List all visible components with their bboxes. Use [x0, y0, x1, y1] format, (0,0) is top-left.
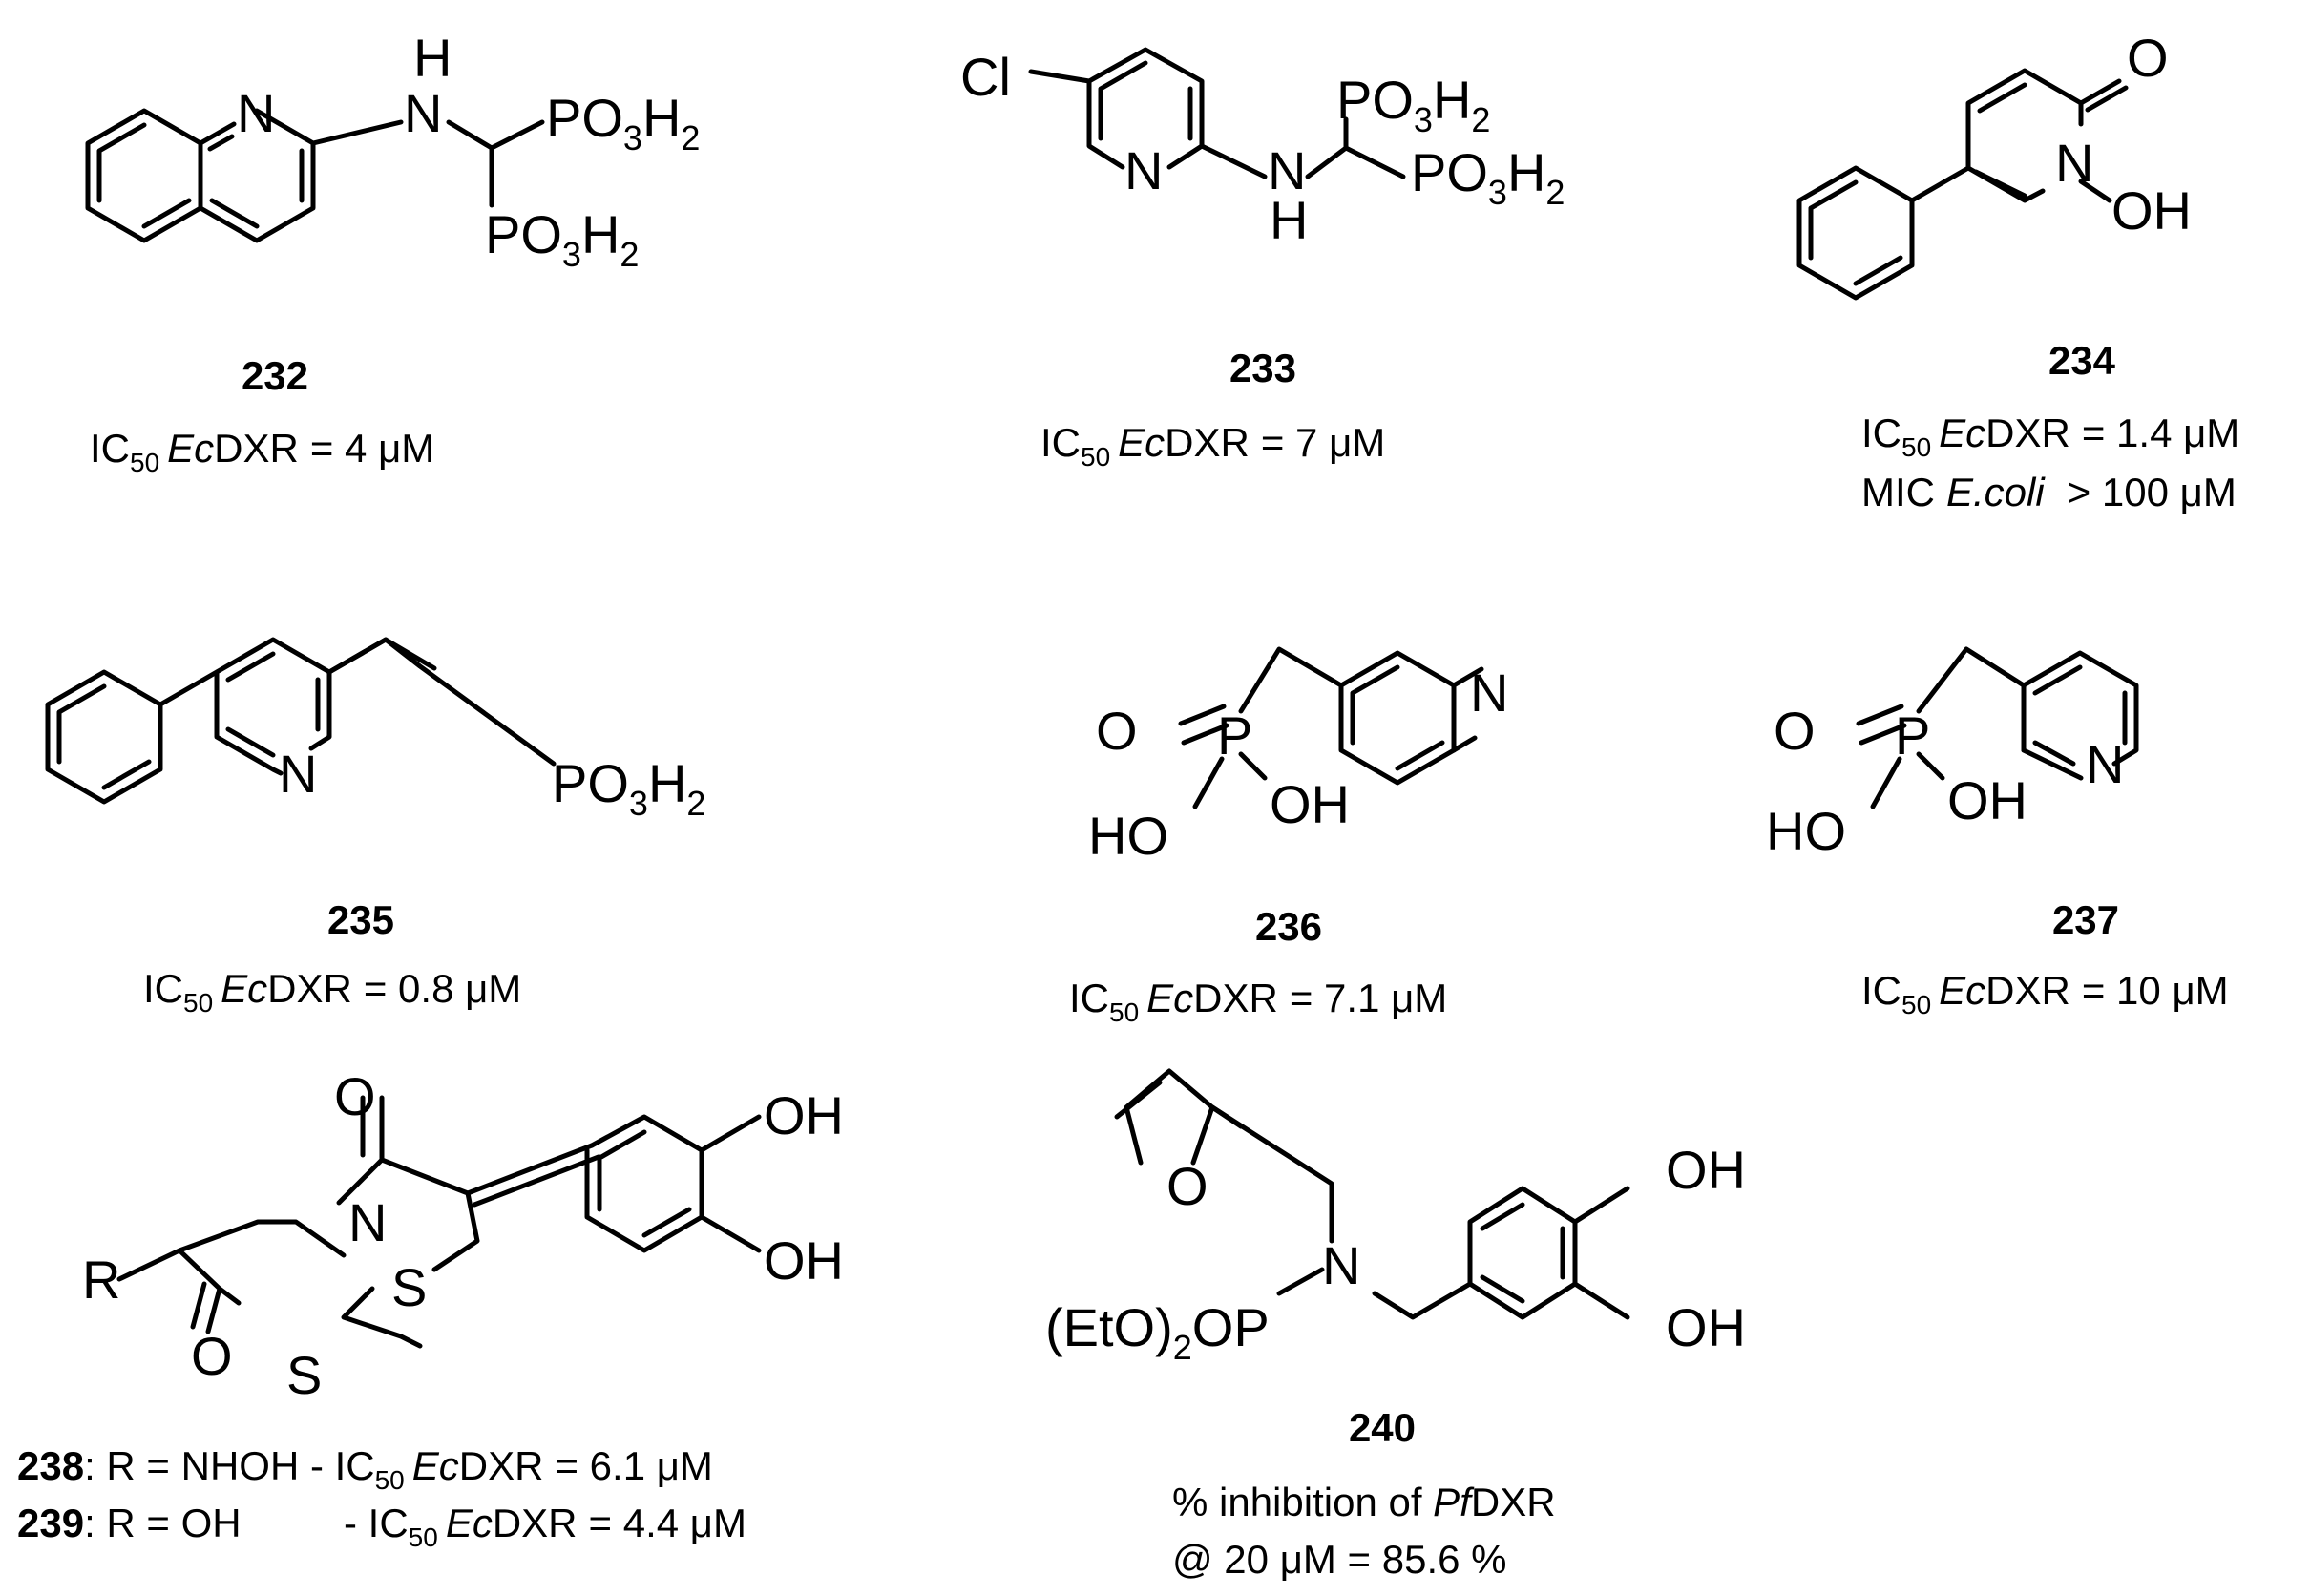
compound-number: 233: [1229, 346, 1296, 390]
compound-number: 240: [1349, 1405, 1416, 1450]
atom-N: N: [1268, 140, 1306, 200]
atom-PO3H2: PO3H2: [1336, 70, 1490, 139]
atom-R: R: [82, 1250, 120, 1310]
atom-N: N: [2055, 133, 2093, 193]
atom-O: O: [1096, 701, 1138, 761]
atom-N: N: [2086, 734, 2124, 794]
atom-N: N: [404, 83, 442, 143]
structure-240: O N (EtO)2OP OH OH 240 % inhibition of P…: [1045, 1068, 1746, 1582]
compound-number: 234: [2048, 338, 2116, 383]
compound-number: 235: [327, 897, 394, 942]
atom-H: H: [1270, 190, 1308, 250]
atom-OH: OH: [1947, 770, 2027, 830]
atom-N: N: [1470, 662, 1508, 723]
atom-N: N: [1322, 1235, 1360, 1295]
atom-N: N: [348, 1192, 387, 1252]
atom-OH: OH: [2111, 180, 2192, 241]
atom-PO3H2: PO3H2: [552, 753, 705, 823]
compound-number: 232: [242, 353, 308, 398]
atom-P: P: [1895, 705, 1930, 766]
atom-OH: OH: [764, 1230, 844, 1291]
atom-P: P: [1217, 705, 1252, 766]
atom-HO: HO: [1766, 801, 1846, 861]
atom-EtO2OP: (EtO)2OP: [1045, 1297, 1270, 1367]
atom-N: N: [1124, 140, 1163, 200]
atom-N: N: [279, 744, 317, 804]
atom-HO: HO: [1088, 806, 1168, 866]
atom-OH: OH: [1666, 1297, 1746, 1357]
atom-Cl: Cl: [960, 47, 1011, 107]
atom-H: H: [413, 28, 452, 88]
atom-PO3H2: PO3H2: [485, 204, 639, 274]
atom-OH: OH: [764, 1085, 844, 1145]
atom-OH: OH: [1666, 1140, 1746, 1200]
atom-OH: OH: [1270, 774, 1350, 834]
atom-O: O: [1166, 1156, 1208, 1216]
atom-O: O: [191, 1326, 233, 1386]
atom-PO3H2: PO3H2: [1411, 142, 1565, 212]
atom-S: S: [391, 1257, 427, 1317]
atom-N: N: [237, 83, 275, 143]
series-239-label: 239: R = OH: [17, 1501, 242, 1545]
inhibition-label: % inhibition of PfDXR: [1172, 1480, 1556, 1524]
compound-number: 237: [2052, 897, 2119, 942]
atom-O: O: [2127, 28, 2169, 88]
compound-number: 236: [1255, 904, 1322, 949]
atom-O: O: [1774, 701, 1816, 761]
atom-O: O: [334, 1066, 376, 1126]
atom-PO3H2: PO3H2: [546, 88, 700, 158]
inhibition-value: @ 20 μM = 85.6 %: [1172, 1537, 1507, 1582]
atom-S: S: [286, 1345, 322, 1405]
